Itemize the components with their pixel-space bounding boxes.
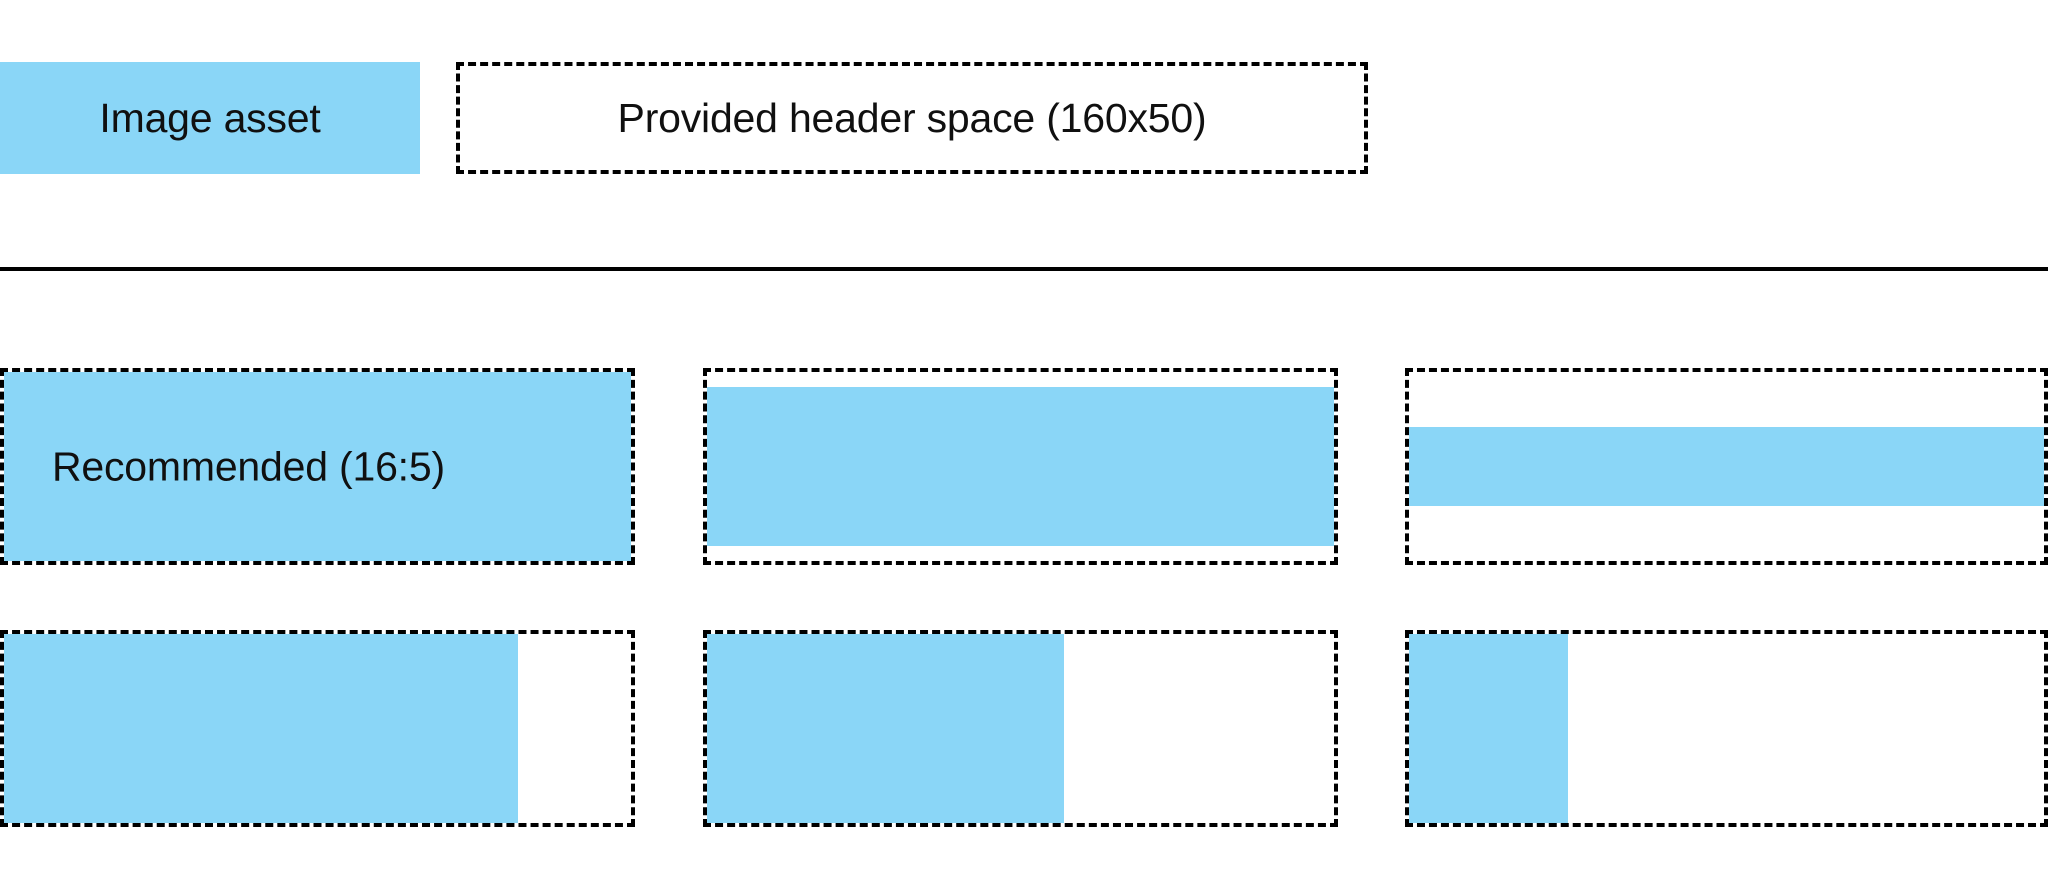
- ratio-row-narrow: [0, 630, 2048, 827]
- ratio-fill: [1409, 426, 2044, 507]
- ratio-fill: [707, 634, 1065, 823]
- provided-header-space-box: Provided header space (160x50): [456, 62, 1368, 174]
- ratio-cell: [0, 630, 635, 827]
- ratio-fill: [4, 372, 631, 561]
- ratio-cell: Recommended (16:5): [0, 368, 635, 565]
- ratio-grid: Recommended (16:5): [0, 368, 2048, 827]
- header-band: Image asset Provided header space (160x5…: [0, 62, 2048, 174]
- ratio-cell: [1405, 368, 2048, 565]
- ratio-cell: [703, 630, 1338, 827]
- ratio-fill: [707, 387, 1334, 546]
- image-asset-swatch: Image asset: [0, 62, 420, 174]
- ratio-cell: [703, 368, 1338, 565]
- ratio-cell: [1405, 630, 2048, 827]
- section-divider: [0, 267, 2048, 271]
- ratio-fill: [1409, 634, 1568, 823]
- image-asset-label: Image asset: [99, 94, 321, 141]
- provided-header-space-label: Provided header space (160x50): [617, 94, 1207, 141]
- ratio-fill: [4, 634, 519, 823]
- ratio-cell-label: Recommended (16:5): [52, 443, 445, 489]
- ratio-row-recommended: Recommended (16:5): [0, 368, 2048, 565]
